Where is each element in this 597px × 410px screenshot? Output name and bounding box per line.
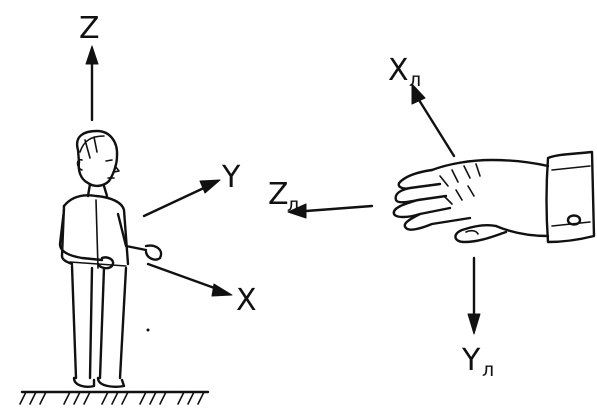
hand-y-axis-subscript: л [482, 359, 494, 381]
person-y-axis-label: Y [221, 160, 241, 195]
hand-z-axis-arrow [287, 203, 374, 219]
hand-z-axis-label: Z л [268, 177, 299, 216]
hand-z-axis-subscript: л [287, 194, 299, 216]
hand [392, 150, 596, 244]
person-x-axis-label: X [236, 283, 257, 318]
person-z-axis-arrow [85, 45, 99, 122]
hand-x-axis-arrow [411, 83, 456, 158]
hand-y-axis-letter: Y [461, 343, 481, 378]
standing-person [19, 129, 210, 405]
hand-x-axis-label: X л [388, 53, 421, 91]
hand-y-axis-label: Y л [461, 343, 494, 381]
hand-z-axis-letter: Z [268, 177, 289, 212]
person-z-axis-label: Z [79, 11, 100, 46]
hand-y-axis-arrow [467, 256, 481, 335]
person-y-axis-arrow [142, 179, 221, 218]
person-x-axis-arrow [146, 262, 233, 297]
hand-x-axis-letter: X [388, 53, 409, 88]
hand-x-axis-subscript: л [409, 69, 421, 91]
stray-dot [146, 328, 150, 332]
